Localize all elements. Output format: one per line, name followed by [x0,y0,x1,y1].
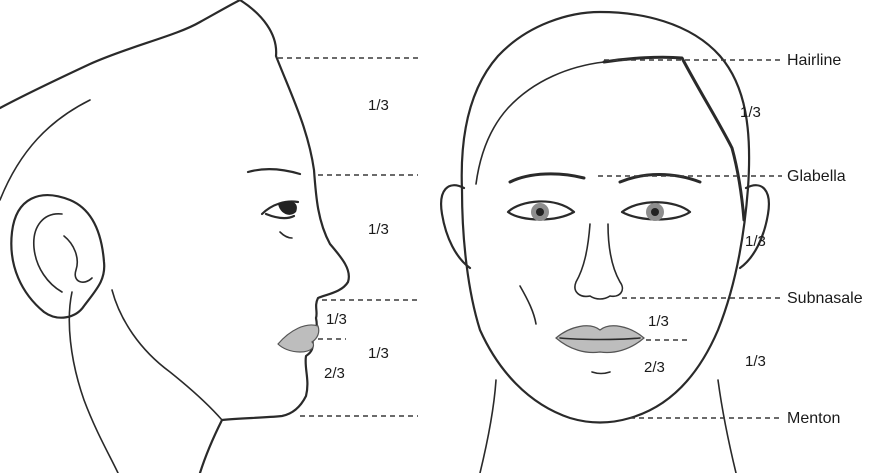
front-pupil-left [536,208,544,216]
profile-back-head [0,0,240,108]
guide-lines [278,58,782,418]
front-eyebrow-left [510,174,584,182]
profile-neck-back [69,292,118,473]
label-hairline: Hairline [787,52,841,69]
profile-lower-third: 1/3 [368,345,389,362]
profile-upper-lip-fraction: 1/3 [326,311,347,328]
front-nose [575,224,622,299]
profile-eye-crease [280,232,292,238]
front-lower-lip-chin-fraction: 2/3 [644,359,665,376]
profile-eyebrow [248,169,300,174]
profile-lower-lip-chin-fraction: 2/3 [324,365,345,382]
front-fractions: 1/3 1/3 1/3 1/3 2/3 [644,104,766,376]
profile-middle-third: 1/3 [368,221,389,238]
profile-face-drawing [0,0,349,473]
front-neck-right [718,380,736,473]
front-pupil-right [651,208,659,216]
front-neck-left [480,380,496,473]
front-cheek-left [520,286,536,324]
profile-outline [200,0,349,473]
label-glabella: Glabella [787,168,846,185]
profile-ear-inner [34,214,92,292]
front-upper-third: 1/3 [740,104,761,121]
profile-hair-line [0,100,90,200]
front-upper-lip-fraction: 1/3 [648,313,669,330]
profile-jaw [112,290,222,420]
front-face-outline [462,12,749,423]
front-chin-mark [592,372,610,374]
landmark-labels: Hairline Glabella Subnasale Menton [787,52,863,427]
label-subnasale: Subnasale [787,290,863,307]
front-face-drawing [441,12,769,473]
label-menton: Menton [787,410,840,427]
front-hairline-left [476,62,604,184]
front-lower-third: 1/3 [745,353,766,370]
profile-lips [278,325,319,352]
front-hair-parting [604,57,744,220]
profile-eye-pupil [278,201,297,215]
profile-upper-third: 1/3 [368,97,389,114]
front-middle-third: 1/3 [745,233,766,250]
profile-fractions: 1/3 1/3 1/3 1/3 2/3 [324,97,389,382]
